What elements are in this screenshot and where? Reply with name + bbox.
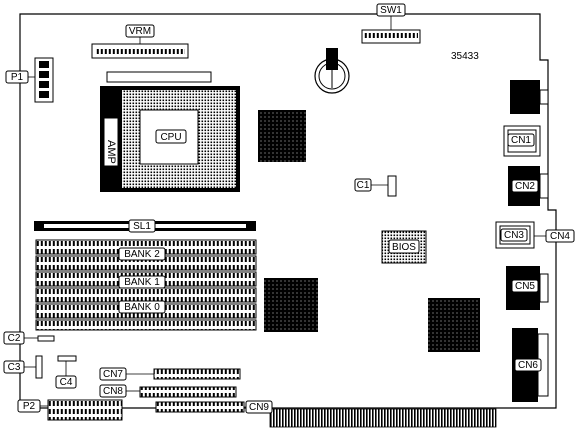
svg-text:C2: C2 bbox=[8, 333, 21, 344]
svg-text:CN4: CN4 bbox=[550, 231, 570, 242]
svg-text:BANK 0: BANK 0 bbox=[124, 302, 160, 313]
label-amp: AMP bbox=[105, 140, 117, 164]
label-cn7: CN7 bbox=[99, 367, 127, 381]
chip-upper bbox=[258, 110, 306, 162]
svg-text:CN3: CN3 bbox=[504, 230, 524, 241]
label-bank0: BANK 0 bbox=[118, 300, 166, 314]
svg-text:CN7: CN7 bbox=[103, 369, 123, 380]
svg-text:C1: C1 bbox=[357, 180, 370, 191]
p2-header bbox=[47, 399, 123, 421]
svg-text:P1: P1 bbox=[11, 72, 24, 83]
cn7-header bbox=[153, 368, 241, 380]
svg-text:BANK 2: BANK 2 bbox=[124, 249, 160, 260]
c4-component bbox=[57, 355, 77, 362]
label-cn6: CN6 bbox=[514, 358, 542, 372]
label-bios: BIOS bbox=[388, 239, 420, 254]
chip-middle bbox=[264, 278, 318, 332]
edge-connector bbox=[269, 408, 497, 428]
svg-text:CN5: CN5 bbox=[515, 281, 535, 292]
label-c1: C1 bbox=[354, 178, 372, 192]
label-bank2: BANK 2 bbox=[118, 247, 166, 261]
label-vrm: VRM bbox=[125, 24, 155, 38]
label-c2: C2 bbox=[3, 331, 25, 345]
label-p1: P1 bbox=[5, 70, 29, 84]
cn9-header bbox=[155, 401, 245, 413]
svg-text:CN8: CN8 bbox=[103, 386, 123, 397]
svg-text:CN2: CN2 bbox=[515, 181, 535, 192]
label-cn8: CN8 bbox=[99, 384, 127, 398]
svg-text:BIOS: BIOS bbox=[392, 242, 416, 253]
svg-text:CN1: CN1 bbox=[511, 135, 531, 146]
label-sl1: SL1 bbox=[128, 219, 156, 233]
c1-capacitor bbox=[387, 175, 397, 197]
label-sw1: SW1 bbox=[376, 3, 406, 17]
svg-text:CN6: CN6 bbox=[518, 360, 538, 371]
label-c4: C4 bbox=[55, 375, 77, 389]
svg-text:CPU: CPU bbox=[160, 132, 181, 143]
label-c3: C3 bbox=[3, 360, 25, 374]
label-cpu: CPU bbox=[155, 129, 187, 144]
svg-text:VRM: VRM bbox=[129, 26, 151, 37]
svg-text:BANK 1: BANK 1 bbox=[124, 277, 160, 288]
c3-component bbox=[35, 355, 43, 379]
label-p2: P2 bbox=[17, 399, 41, 413]
board-id: 35433 bbox=[451, 51, 479, 62]
label-cn9: CN9 bbox=[245, 400, 273, 414]
label-bank1: BANK 1 bbox=[118, 275, 166, 289]
p1-header bbox=[34, 57, 54, 103]
label-cn1: CN1 bbox=[507, 133, 535, 147]
port-top bbox=[510, 80, 549, 114]
cn8-header bbox=[139, 386, 237, 398]
svg-text:C3: C3 bbox=[8, 362, 21, 373]
label-cn3: CN3 bbox=[500, 228, 528, 242]
svg-text:SW1: SW1 bbox=[380, 5, 402, 16]
battery bbox=[314, 48, 350, 94]
label-cn5: CN5 bbox=[511, 279, 539, 293]
svg-text:CN9: CN9 bbox=[249, 402, 269, 413]
svg-text:C4: C4 bbox=[60, 377, 73, 388]
label-cn4: CN4 bbox=[545, 229, 575, 243]
svg-text:SL1: SL1 bbox=[133, 221, 151, 232]
svg-text:P2: P2 bbox=[23, 401, 36, 412]
c2-component bbox=[37, 335, 55, 342]
chip-lower bbox=[428, 298, 480, 352]
label-cn2: CN2 bbox=[511, 179, 539, 193]
